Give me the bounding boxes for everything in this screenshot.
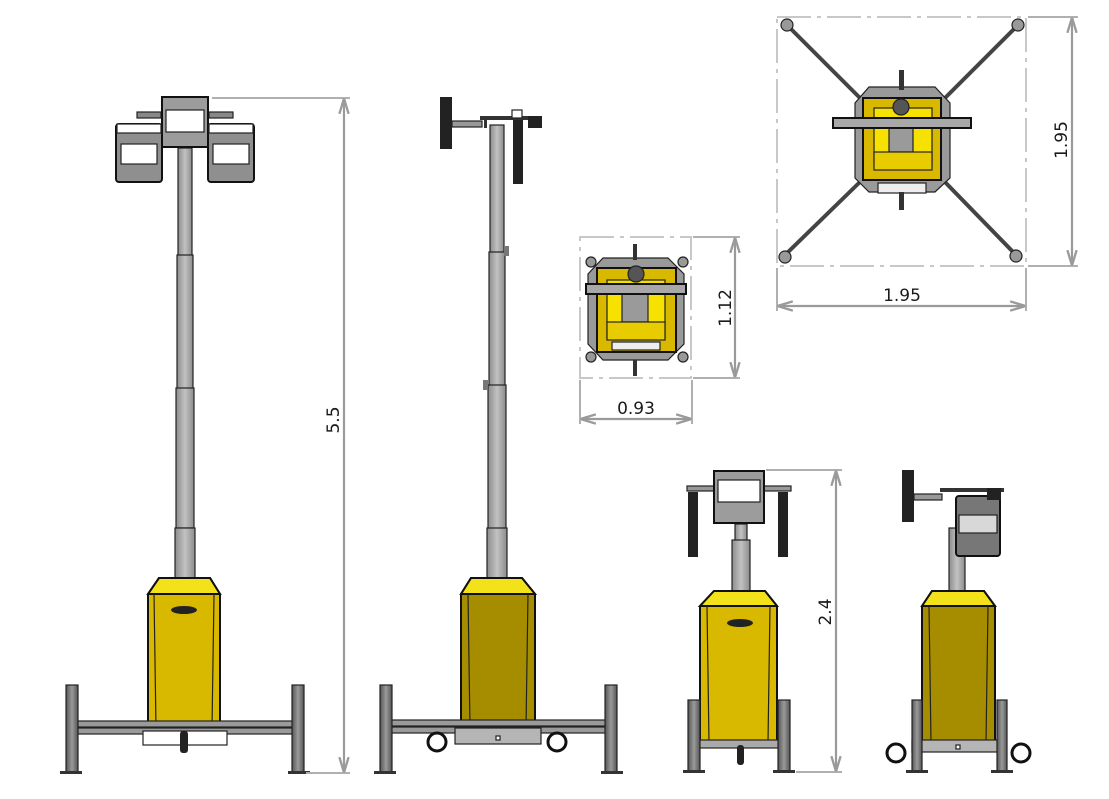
generator-housing-side: [459, 577, 538, 729]
outrigger-leg-left: [65, 684, 79, 774]
mast-lower: [175, 387, 195, 529]
generator-housing: [146, 577, 222, 729]
dim-height-extended: 5.5: [324, 406, 344, 433]
wheel-left: [426, 731, 448, 753]
view-top-deployed: 1.95 1.95: [776, 16, 1078, 311]
generator-housing-stowed: [697, 590, 780, 743]
dim-deployed-width: 1.95: [883, 286, 921, 306]
view-top-compact: 1.12 0.93: [579, 236, 740, 424]
outrigger-leg-right: [291, 684, 305, 774]
dim-compact-width: 0.93: [617, 399, 655, 419]
view-side-extended: [374, 97, 623, 774]
wheel-right: [546, 731, 568, 753]
view-front-stowed: 2.4: [683, 469, 842, 773]
lamp-head: [115, 96, 255, 183]
mast-base: [174, 527, 196, 581]
lamp-head-side-stowed: [902, 470, 1004, 557]
dim-height-stowed: 2.4: [816, 598, 836, 625]
view-side-stowed: [885, 470, 1032, 773]
dim-deployed-depth: 1.95: [1052, 121, 1072, 159]
lamp-head-side: [440, 97, 542, 184]
view-front-extended: 5.5: [60, 96, 350, 774]
mast-upper: [177, 147, 193, 259]
lamp-head-stowed: [686, 470, 792, 557]
outrigger-arms: [783, 24, 1019, 257]
dim-compact-depth: 1.12: [716, 289, 736, 327]
logo-badge: [171, 606, 197, 614]
mast-middle: [176, 254, 194, 391]
generator-housing-side-stowed: [920, 590, 997, 743]
